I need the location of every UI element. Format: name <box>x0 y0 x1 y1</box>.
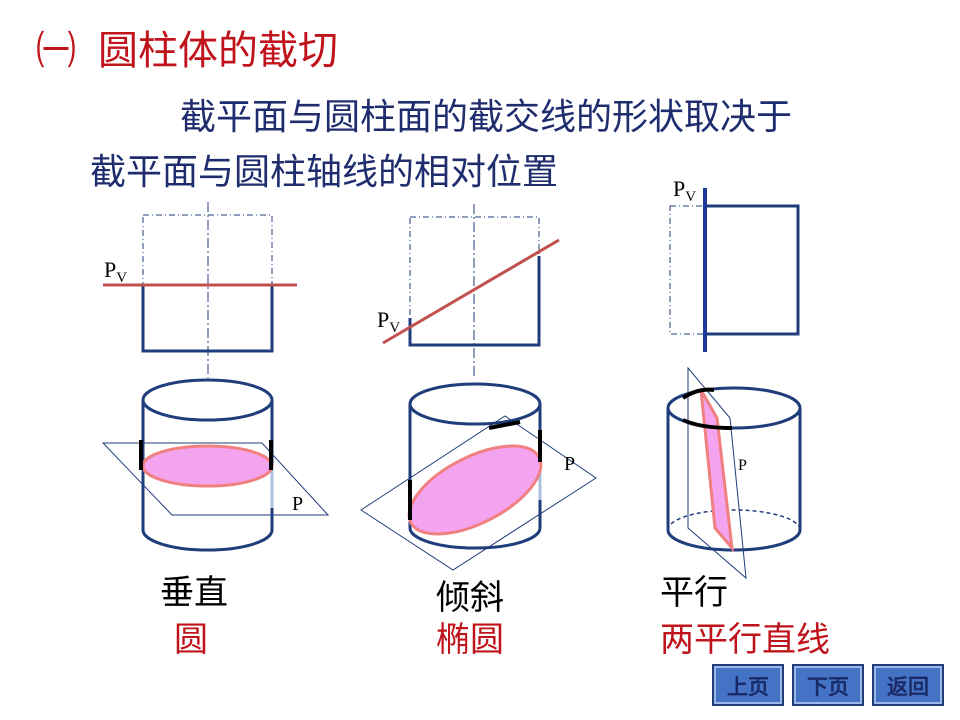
title-number: ㈠ <box>36 28 76 74</box>
plane-label: P <box>377 307 389 332</box>
next-page-button[interactable]: 下页 <box>792 664 864 706</box>
plane-label-3d: P <box>738 457 747 474</box>
slide-title: ㈠圆柱体的截切 <box>36 18 338 76</box>
front-view-parallel: PV <box>669 176 800 352</box>
title-text: 圆柱体的截切 <box>98 28 338 74</box>
result-label-parallel-lines: 两平行直线 <box>660 620 830 660</box>
plane-subscript: V <box>389 320 400 336</box>
front-view-inclined: PV <box>377 204 560 378</box>
result-label-circle: 圆 <box>174 620 208 660</box>
svg-text:PV: PV <box>673 176 696 205</box>
prev-page-button[interactable]: 上页 <box>712 664 784 706</box>
svg-text:PV: PV <box>104 257 127 286</box>
intro-line-2: 截平面与圆柱轴线的相对位置 <box>90 152 559 193</box>
section-rectangle <box>699 389 735 553</box>
front-view-perpendicular: PV <box>103 202 297 378</box>
section-ellipse <box>407 444 543 536</box>
back-button[interactable]: 返回 <box>872 664 944 706</box>
case-label-parallel: 平行 <box>660 573 728 613</box>
cylinder-perpendicular: P <box>101 378 330 552</box>
plane-subscript: V <box>685 189 696 205</box>
section-circle <box>141 444 274 488</box>
cutting-plane <box>101 442 330 516</box>
plane-label-3d: P <box>292 493 303 515</box>
case-label-perpendicular: 垂直 <box>160 573 228 613</box>
plane-label-3d: P <box>564 453 575 475</box>
intro-line-1: 截平面与圆柱面的截交线的形状取决于 <box>180 97 793 138</box>
cutting-plane <box>687 366 747 580</box>
plane-label: P <box>104 257 116 282</box>
svg-text:PV: PV <box>377 307 400 336</box>
cylinder-inclined: P <box>360 382 597 571</box>
cutting-plane <box>360 415 597 571</box>
plane-label: P <box>673 176 685 201</box>
case-label-inclined: 倾斜 <box>436 578 504 618</box>
cylinder-parallel: P <box>666 366 802 580</box>
plane-subscript: V <box>116 270 127 286</box>
cutting-plane-trace <box>382 238 560 345</box>
result-label-ellipse: 椭圆 <box>436 620 504 660</box>
